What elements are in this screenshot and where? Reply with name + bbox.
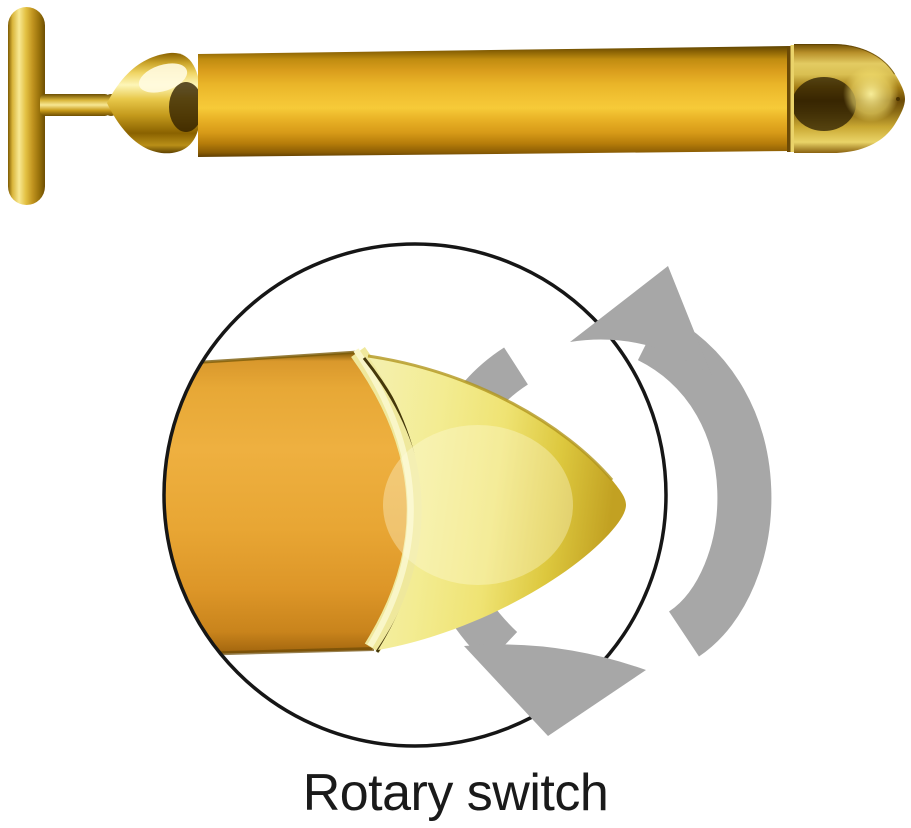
rotation-arrowhead-top [570,266,712,376]
end-cap [794,44,905,153]
inset-dome-highlight [383,425,573,585]
connector-dark-reflection [169,82,202,132]
zoom-inset [162,242,772,748]
rotation-arrows-icon [464,266,772,736]
inset-wand-body [164,352,419,656]
end-cap-highlight [843,66,899,122]
end-cap-tip-dot [896,97,900,101]
t-bar-stem [40,94,110,116]
end-cap-dark-reflection [794,77,856,131]
inset-cap-seam-shine [353,348,414,648]
t-bar-head [8,7,45,205]
inset-circle-outline [162,242,668,748]
wand-body [198,46,790,157]
connector-highlight [138,63,188,93]
inset-body-top-edge [164,350,359,370]
cap-seam-bright [790,45,796,152]
caption-rotary-switch: Rotary switch [302,764,609,822]
rotation-arrowhead-bottom [464,644,646,736]
head-connector [107,52,202,154]
cap-seam-dark [787,46,791,152]
rotation-arrow-outer-arc [636,311,772,657]
inset-dome-body [368,356,626,650]
massager-top-view [8,7,905,205]
inset-dome-top-rim [367,354,614,481]
inset-body-bottom-edge [164,647,375,658]
inset-cap-dome [367,354,626,650]
